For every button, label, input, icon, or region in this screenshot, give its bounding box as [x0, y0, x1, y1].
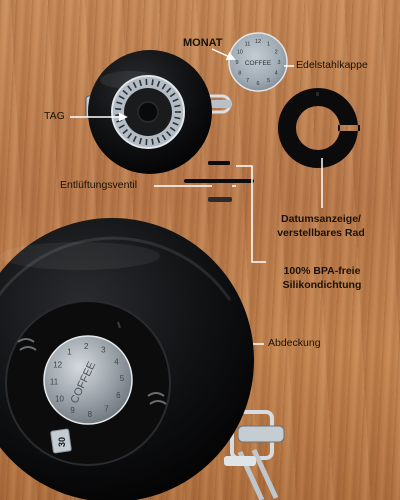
- label-silikon-line1: 100% BPA-freie: [283, 265, 361, 277]
- label-monat: MONAT: [183, 37, 223, 49]
- day-tick: [174, 116, 181, 120]
- dial-number: 3: [277, 60, 280, 66]
- dial-number: 5: [120, 374, 125, 383]
- line-silikon: [236, 165, 266, 263]
- label-abdeckung: Abdeckung: [268, 337, 321, 349]
- day-tick: [161, 83, 167, 90]
- day-tick: [138, 79, 142, 87]
- day-tab-number: 30: [57, 437, 67, 447]
- day-tick: [138, 137, 142, 145]
- dial-number: 4: [114, 357, 119, 366]
- label-edelstahlkappe: Edelstahlkappe: [296, 59, 368, 71]
- lid-clips: [17, 338, 167, 405]
- large-steel-cap: [43, 335, 133, 425]
- day-tick: [132, 82, 137, 89]
- day-tick: [172, 121, 179, 126]
- day-tick: [118, 95, 125, 100]
- day-tick: [174, 104, 181, 108]
- dial-number: 7: [246, 78, 249, 84]
- dial-number: 11: [50, 378, 59, 387]
- dial-number: 7: [104, 404, 109, 413]
- day-tick: [116, 101, 123, 105]
- day-tick: [172, 98, 179, 103]
- valve-top-disc: [208, 161, 230, 165]
- valve-middle-disc: [184, 179, 254, 183]
- label-tag: TAG: [44, 110, 65, 122]
- day-tick: [115, 113, 122, 117]
- day-ring-ticks: [115, 78, 181, 146]
- dial-number: 2: [275, 49, 278, 55]
- dial-number: 11: [245, 42, 251, 48]
- label-datumsanzeige-line1: Datumsanzeige/: [281, 213, 361, 225]
- date-wheel-ring: [278, 87, 360, 169]
- day-tick: [161, 134, 167, 141]
- valve-bottom-disc: [208, 197, 232, 202]
- day-tick: [122, 128, 129, 135]
- dial-number: 1: [67, 347, 72, 356]
- dial-number: 1: [267, 42, 270, 48]
- day-tick: [127, 85, 133, 92]
- small-cap-brand: COFFEE: [245, 60, 272, 67]
- label-entlueftungsventil: Entlüftungsventil: [60, 179, 138, 191]
- arrow-monat: [211, 48, 236, 61]
- day-tick: [169, 92, 176, 98]
- day-tick: [151, 79, 154, 86]
- day-tick: [127, 132, 133, 139]
- dial-number: 6: [256, 81, 259, 87]
- day-tick: [151, 138, 154, 145]
- dial-number: 10: [237, 49, 243, 55]
- vent-valve-parts: [184, 161, 254, 202]
- label-datumsanzeige-line2: verstellbares Rad: [277, 227, 365, 239]
- day-tick: [115, 107, 122, 111]
- dial-number: 12: [53, 360, 62, 369]
- vent-valve-small: [137, 101, 159, 123]
- label-silikon-line2: Silikondichtung: [282, 279, 362, 291]
- label-silikon: 100% BPA-freie Silikondichtung: [268, 264, 376, 292]
- day-tick: [122, 89, 129, 96]
- day-tick: [156, 137, 161, 144]
- dial-number: 8: [238, 70, 241, 76]
- day-tick: [166, 131, 172, 137]
- dial-number: 3: [101, 346, 106, 355]
- dial-number: 9: [235, 60, 238, 66]
- small-lid-assembly: [85, 50, 232, 174]
- day-tick: [156, 80, 161, 87]
- right-clasp-bar: [210, 100, 232, 108]
- dial-number: 2: [84, 342, 89, 351]
- day-tick: [132, 135, 137, 142]
- dial-number: 6: [116, 391, 121, 400]
- day-tick: [169, 126, 176, 132]
- dial-number: 8: [88, 410, 93, 419]
- day-tab: 30: [50, 428, 72, 454]
- dial-number: 4: [275, 70, 278, 76]
- label-datumsanzeige: Datumsanzeige/ verstellbares Rad: [266, 212, 376, 240]
- dial-number: 5: [267, 78, 270, 84]
- day-tick: [118, 124, 125, 129]
- dial-number: 10: [55, 394, 64, 403]
- day-tick: [166, 87, 172, 93]
- dial-number: 9: [70, 406, 75, 415]
- dial-number: 12: [255, 39, 261, 45]
